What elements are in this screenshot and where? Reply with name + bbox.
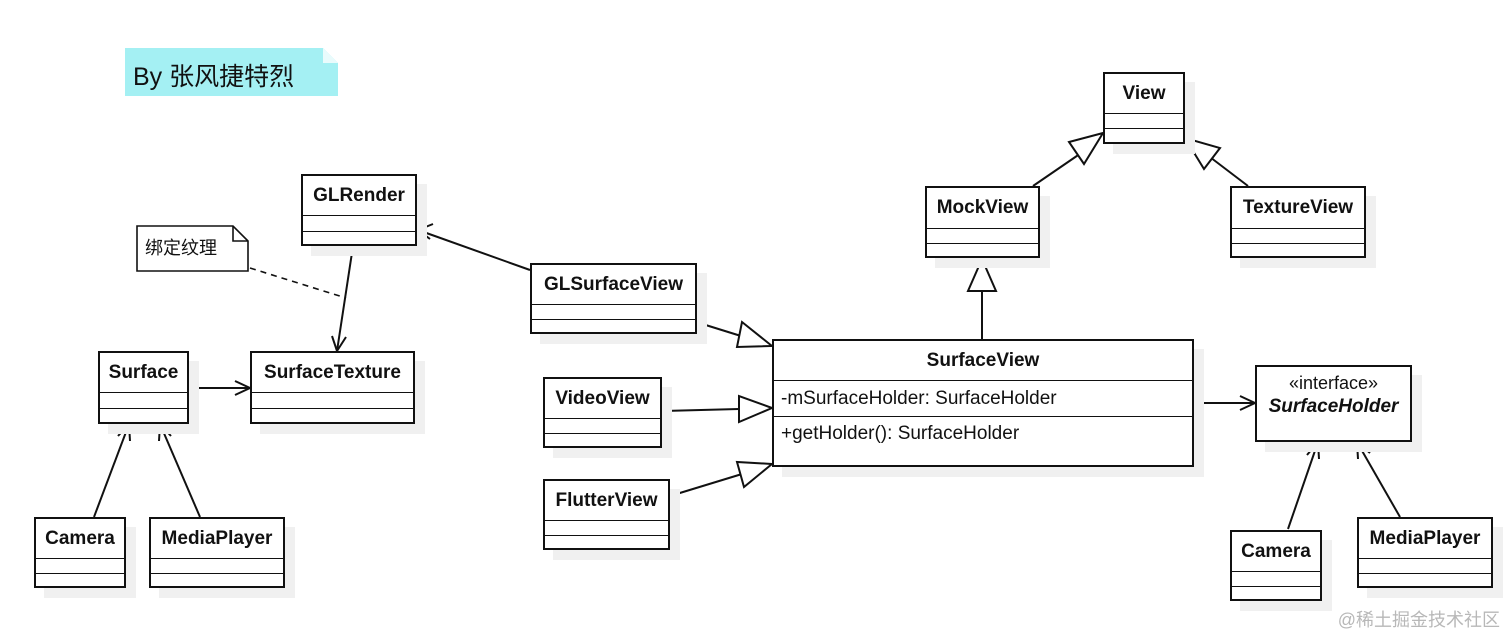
author-note — [125, 48, 338, 96]
class-surface[interactable]: Surface — [98, 351, 189, 424]
binding-note-text: 绑定纹理 — [145, 238, 217, 258]
binding-note — [136, 225, 249, 272]
class-name: MediaPlayer — [1359, 519, 1491, 559]
generalization-arrowhead — [735, 320, 775, 349]
generalization-arrowhead — [1182, 136, 1222, 171]
operations-compartment — [545, 536, 668, 548]
operations-compartment: +getHolder(): SurfaceHolder — [774, 417, 1192, 465]
attributes-compartment — [100, 393, 187, 409]
edge-camera-to-surfaceholder — [1287, 439, 1320, 530]
author-note-text: By 张风捷特烈 — [133, 63, 295, 91]
operations-compartment — [1105, 129, 1183, 142]
class-name: Surface — [100, 353, 187, 393]
interface-surfaceholder[interactable]: «interface» SurfaceHolder — [1255, 365, 1412, 442]
operations-compartment — [303, 232, 415, 244]
open-arrowhead — [415, 223, 434, 240]
class-videoview[interactable]: VideoView — [543, 377, 662, 448]
attributes-compartment — [532, 305, 695, 320]
attributes-compartment — [36, 559, 124, 574]
open-arrowhead — [1355, 439, 1371, 460]
class-surfaceview[interactable]: SurfaceView -mSurfaceHolder: SurfaceHold… — [772, 339, 1194, 467]
generalization-arrowhead — [1067, 131, 1106, 166]
attributes-compartment — [1232, 572, 1320, 587]
class-name: VideoView — [545, 379, 660, 419]
class-camera-right[interactable]: Camera — [1230, 530, 1322, 601]
operations-compartment — [1359, 574, 1491, 586]
class-glsurfaceview[interactable]: GLSurfaceView — [530, 263, 697, 334]
edge-mediaplayer-to-surfaceholder — [1355, 439, 1401, 518]
operations-compartment — [927, 244, 1038, 256]
attributes-compartment — [545, 521, 668, 536]
attributes-compartment — [252, 393, 413, 409]
open-arrowhead — [117, 421, 131, 442]
edge-surface-to-surfacetexture — [191, 380, 253, 396]
edge-glsurfaceview-to-glrender — [415, 223, 531, 271]
class-name: MockView — [927, 188, 1038, 229]
attributes-compartment — [151, 559, 283, 574]
interface-name: SurfaceHolder — [1268, 396, 1399, 417]
class-name: GLSurfaceView — [532, 265, 695, 305]
class-name: SurfaceView — [774, 341, 1192, 381]
class-glrender[interactable]: GLRender — [301, 174, 417, 246]
generalization-arrowhead — [738, 394, 775, 424]
class-surfacetexture[interactable]: SurfaceTexture — [250, 351, 415, 424]
attributes-compartment — [1359, 559, 1491, 574]
operations-compartment — [545, 434, 660, 446]
class-mediaplayer-right[interactable]: MediaPlayer — [1357, 517, 1493, 588]
attributes-compartment — [545, 419, 660, 434]
operations-compartment — [1232, 587, 1320, 599]
edge-videoview-to-surfaceview — [662, 394, 775, 424]
class-name: GLRender — [303, 176, 415, 216]
operations-compartment — [1232, 244, 1364, 256]
edge-surfaceview-to-mockview — [966, 256, 998, 339]
open-arrowhead — [158, 421, 172, 442]
class-name: SurfaceTexture — [252, 353, 413, 393]
watermark: @稀土掘金技术社区 — [1337, 610, 1500, 630]
attribute-msurfaceholder: -mSurfaceHolder: SurfaceHolder — [781, 387, 1057, 409]
attributes-compartment — [1232, 229, 1364, 244]
operations-compartment — [151, 574, 283, 586]
class-name: View — [1105, 74, 1183, 114]
operations-compartment — [252, 409, 413, 422]
class-name: MediaPlayer — [151, 519, 283, 559]
attributes-compartment: -mSurfaceHolder: SurfaceHolder — [774, 381, 1192, 417]
class-view[interactable]: View — [1103, 72, 1185, 144]
class-name: TextureView — [1232, 188, 1364, 229]
class-name: Camera — [36, 519, 124, 559]
attributes-compartment — [1105, 114, 1183, 129]
class-mockview[interactable]: MockView — [925, 186, 1040, 258]
edge-surfaceview-to-surfaceholder — [1194, 395, 1258, 411]
class-mediaplayer-left[interactable]: MediaPlayer — [149, 517, 285, 588]
class-name: Camera — [1232, 532, 1320, 572]
class-name: FlutterView — [545, 481, 668, 521]
attributes-compartment — [927, 229, 1038, 244]
edge-mockview-to-view — [1032, 131, 1106, 187]
operations-compartment — [100, 409, 187, 422]
attributes-compartment — [303, 216, 415, 232]
edge-textureview-to-view — [1182, 136, 1249, 187]
open-arrowhead — [1306, 439, 1320, 460]
edge-flutterview-to-surfaceview — [669, 460, 775, 497]
operation-getholder: +getHolder(): SurfaceHolder — [781, 423, 1020, 444]
edge-camera-to-surface — [93, 421, 131, 518]
operations-compartment — [36, 574, 124, 586]
interface-stereotype: «interface» — [1288, 373, 1379, 393]
note-anchor-line — [249, 267, 347, 299]
class-textureview[interactable]: TextureView — [1230, 186, 1366, 258]
class-camera-left[interactable]: Camera — [34, 517, 126, 588]
edge-mediaplayer-to-surface — [158, 421, 201, 518]
edge-glrender-to-surfacetexture — [331, 245, 354, 354]
edge-glsurfaceview-to-surfaceview — [695, 320, 775, 349]
generalization-arrowhead — [735, 460, 775, 489]
class-flutterview[interactable]: FlutterView — [543, 479, 670, 550]
generalization-arrowhead — [966, 256, 998, 292]
operations-compartment — [532, 320, 695, 332]
